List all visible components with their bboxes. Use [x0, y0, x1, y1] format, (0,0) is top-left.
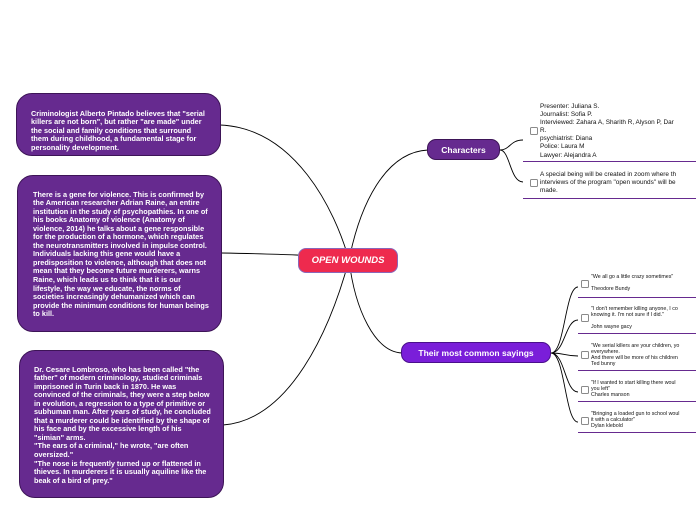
saying-manson[interactable]: "If I wanted to start killing there woul… — [591, 380, 676, 399]
checkbox[interactable] — [581, 386, 589, 394]
subtopic-character-list[interactable]: Presenter: Juliana S. Journalist: Sofia … — [540, 103, 674, 159]
subtopic-zoom-note[interactable]: A special being will be created in zoom … — [540, 171, 677, 195]
connector-char-1 — [499, 139, 524, 151]
divider — [578, 297, 696, 298]
checkbox[interactable] — [581, 417, 589, 425]
note-lombroso-text: Dr. Cesare Lombroso, who has been called… — [34, 364, 211, 485]
checkbox[interactable] — [581, 280, 589, 288]
checkbox[interactable] — [581, 314, 589, 322]
divider — [578, 333, 696, 334]
divider — [523, 161, 696, 162]
divider — [578, 370, 696, 371]
connector-characters — [348, 149, 429, 261]
note-pintado[interactable]: Criminologist Alberto Pintado believes t… — [16, 93, 221, 156]
topic-characters[interactable]: Characters — [427, 139, 500, 160]
note-pintado-text: Criminologist Alberto Pintado believes t… — [31, 108, 205, 152]
saying-klebold[interactable]: "Bringing a loaded gun to school woul it… — [591, 411, 680, 430]
divider — [523, 198, 696, 199]
topic-characters-label: Characters — [441, 144, 486, 155]
note-raine[interactable]: There is a gene for violence. This is co… — [17, 175, 222, 332]
connector-say-2 — [550, 319, 579, 354]
divider — [578, 432, 696, 433]
note-raine-text: There is a gene for violence. This is co… — [33, 189, 209, 319]
checkbox[interactable] — [530, 127, 538, 135]
connector-left-3 — [222, 259, 350, 426]
central-topic-label: OPEN WOUNDS — [311, 255, 385, 266]
connector-left-1 — [219, 124, 350, 261]
saying-bunny[interactable]: "We serial killers are your children, yo… — [591, 343, 680, 368]
topic-sayings[interactable]: Their most common sayings — [401, 342, 551, 363]
connector-say-5 — [550, 352, 579, 423]
saying-gacy[interactable]: "I don't remember killing anyone, I co k… — [591, 306, 678, 331]
note-lombroso[interactable]: Dr. Cesare Lombroso, who has been called… — [19, 350, 224, 498]
connector-char-2 — [499, 149, 524, 183]
connector-say-3 — [550, 352, 579, 357]
checkbox[interactable] — [581, 351, 589, 359]
connector-sayings — [348, 259, 403, 354]
central-topic[interactable]: OPEN WOUNDS — [298, 248, 398, 273]
topic-sayings-label: Their most common sayings — [418, 347, 534, 358]
divider — [578, 401, 696, 402]
checkbox[interactable] — [530, 179, 538, 187]
saying-bundy[interactable]: "We all go a little crazy sometimes" The… — [591, 274, 674, 293]
connector-say-1 — [550, 286, 579, 354]
